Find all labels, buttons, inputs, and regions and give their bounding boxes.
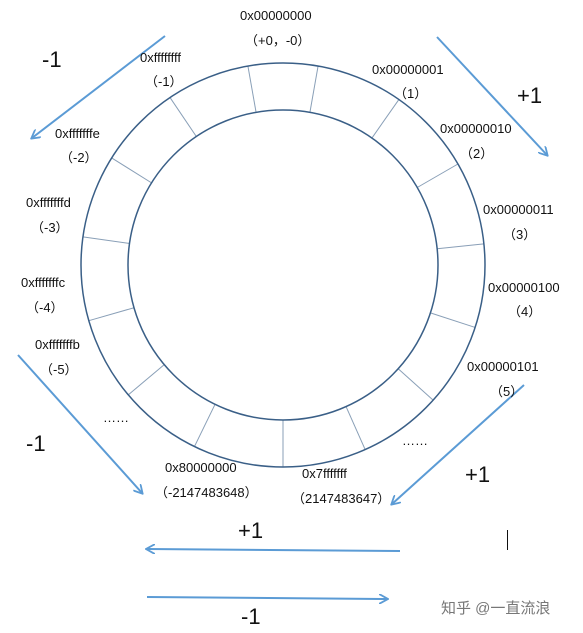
arrow-bottom-upper [147, 549, 401, 551]
arrow-bottom-lower [146, 597, 387, 599]
ring-divider-8 [193, 404, 216, 447]
ring-divider-11 [82, 236, 130, 244]
ring-divider-5 [397, 368, 434, 401]
address-hex-8: 0xffffffff [140, 50, 181, 65]
op-label-top-right: +1 [517, 83, 543, 108]
address-hex-0: 0x00000000 [240, 8, 312, 23]
op-label-top-left: -1 [42, 47, 62, 72]
ring-divider-0 [309, 65, 319, 113]
address-value-11: （-4） [26, 300, 64, 315]
address-hex-5: 0x00000101 [467, 359, 539, 374]
ring-divider-10 [88, 307, 135, 322]
ellipsis-left: …… [103, 410, 129, 425]
arrow-left [17, 354, 142, 493]
address-value-9: （-2） [60, 150, 98, 165]
arrow-top-left [32, 35, 166, 138]
watermark: 知乎 @一直流浪 [441, 600, 551, 617]
address-hex-12: 0xfffffffb [35, 337, 80, 352]
address-hex-11: 0xfffffffc [21, 275, 66, 290]
address-hex-10: 0xfffffffd [26, 195, 71, 210]
op-label-bottom-lower: -1 [241, 604, 261, 629]
address-hex-4: 0x00000100 [488, 280, 560, 295]
ring-divider-4 [430, 312, 476, 328]
address-value-1: （1） [394, 86, 428, 101]
address-hex-2: 0x00000010 [440, 121, 512, 136]
ring-divider-1 [371, 99, 400, 139]
address-hex-3: 0x00000011 [483, 202, 554, 217]
address-value-7: （-2147483648） [155, 485, 258, 500]
address-hex-7: 0x80000000 [165, 460, 237, 475]
address-hex-6: 0x7fffffff [302, 466, 347, 481]
ring-divider-3 [437, 243, 484, 250]
address-value-5: （5） [490, 384, 524, 399]
op-label-bottom-upper: +1 [238, 518, 264, 543]
op-label-bottom-right: +1 [465, 462, 491, 487]
ring-divider-9 [127, 364, 165, 396]
arrow-bottom-right [392, 384, 525, 504]
address-value-4: （4） [508, 304, 542, 319]
ring-divider-12 [111, 157, 152, 184]
ring-divider-14 [247, 65, 257, 113]
ring-divider-13 [169, 97, 197, 137]
ellipsis-right: …… [402, 433, 428, 448]
address-value-12: （-5） [40, 362, 78, 377]
address-hex-9: 0xfffffffe [55, 126, 100, 141]
inner-ring [127, 109, 439, 421]
address-value-10: （-3） [31, 220, 69, 235]
address-value-3: （3） [503, 227, 537, 242]
arrow-top-right [436, 36, 547, 155]
address-hex-1: 0x00000001 [372, 62, 444, 77]
address-value-6: （2147483647） [292, 491, 391, 506]
address-value-8: （-1） [145, 74, 183, 89]
outer-ring [80, 62, 486, 468]
ring-divider-2 [416, 163, 459, 188]
ring-cell-dividers [82, 65, 484, 467]
address-value-0: （+0，-0） [245, 33, 311, 48]
op-label-left: -1 [26, 431, 46, 456]
ring-divider-6 [345, 406, 366, 450]
text-cursor [507, 530, 508, 550]
address-value-2: （2） [460, 146, 494, 161]
